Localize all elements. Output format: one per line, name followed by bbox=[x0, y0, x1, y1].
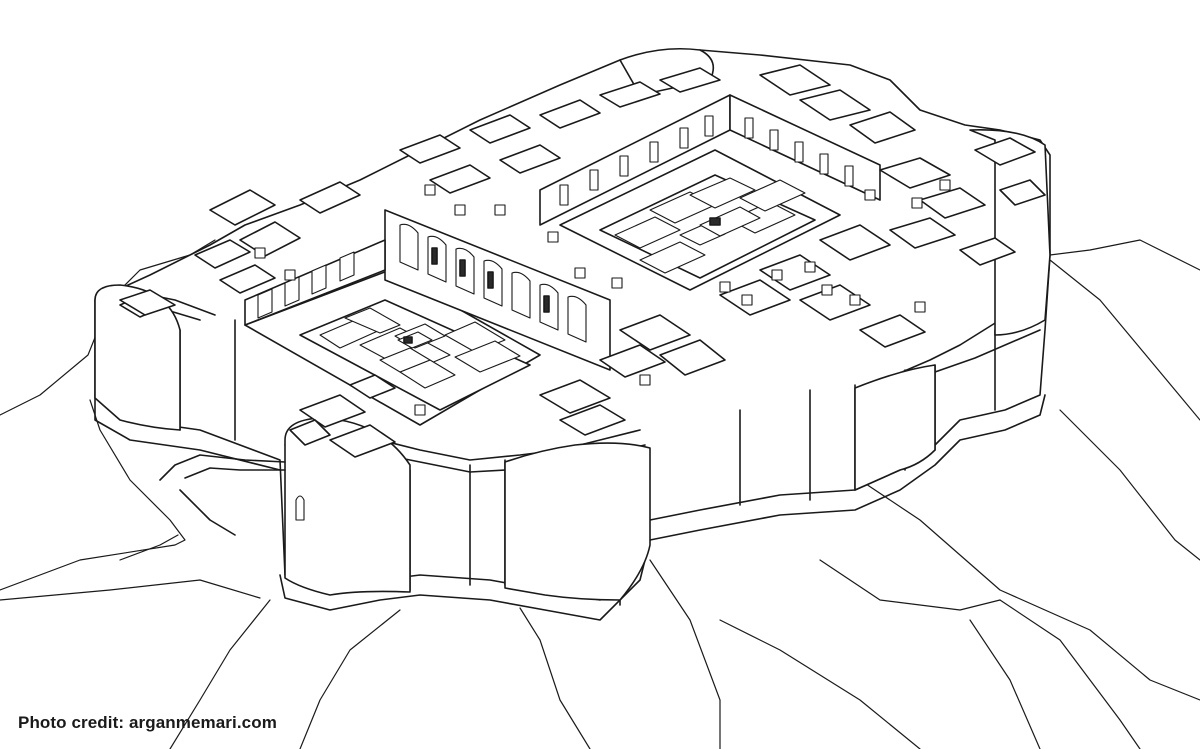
garden-left bbox=[319, 307, 521, 389]
interior-buildings bbox=[119, 64, 1046, 458]
corner-towers bbox=[94, 48, 1051, 601]
courtyard-left bbox=[244, 269, 541, 426]
hill-terrain bbox=[0, 239, 1200, 749]
entrance-ramp bbox=[159, 454, 286, 536]
courtyard-right bbox=[559, 149, 841, 291]
arches-left-wall bbox=[257, 251, 355, 319]
arches-left-courtyard bbox=[399, 223, 587, 343]
photo-credit: Photo credit: arganmemari.com bbox=[18, 713, 277, 732]
arches-right-courtyard bbox=[559, 115, 714, 206]
garden-right bbox=[614, 177, 806, 274]
tower-window bbox=[295, 495, 305, 521]
roof-cubes bbox=[254, 179, 951, 416]
arcade-facades bbox=[244, 94, 881, 371]
arches-right-side bbox=[744, 117, 854, 187]
